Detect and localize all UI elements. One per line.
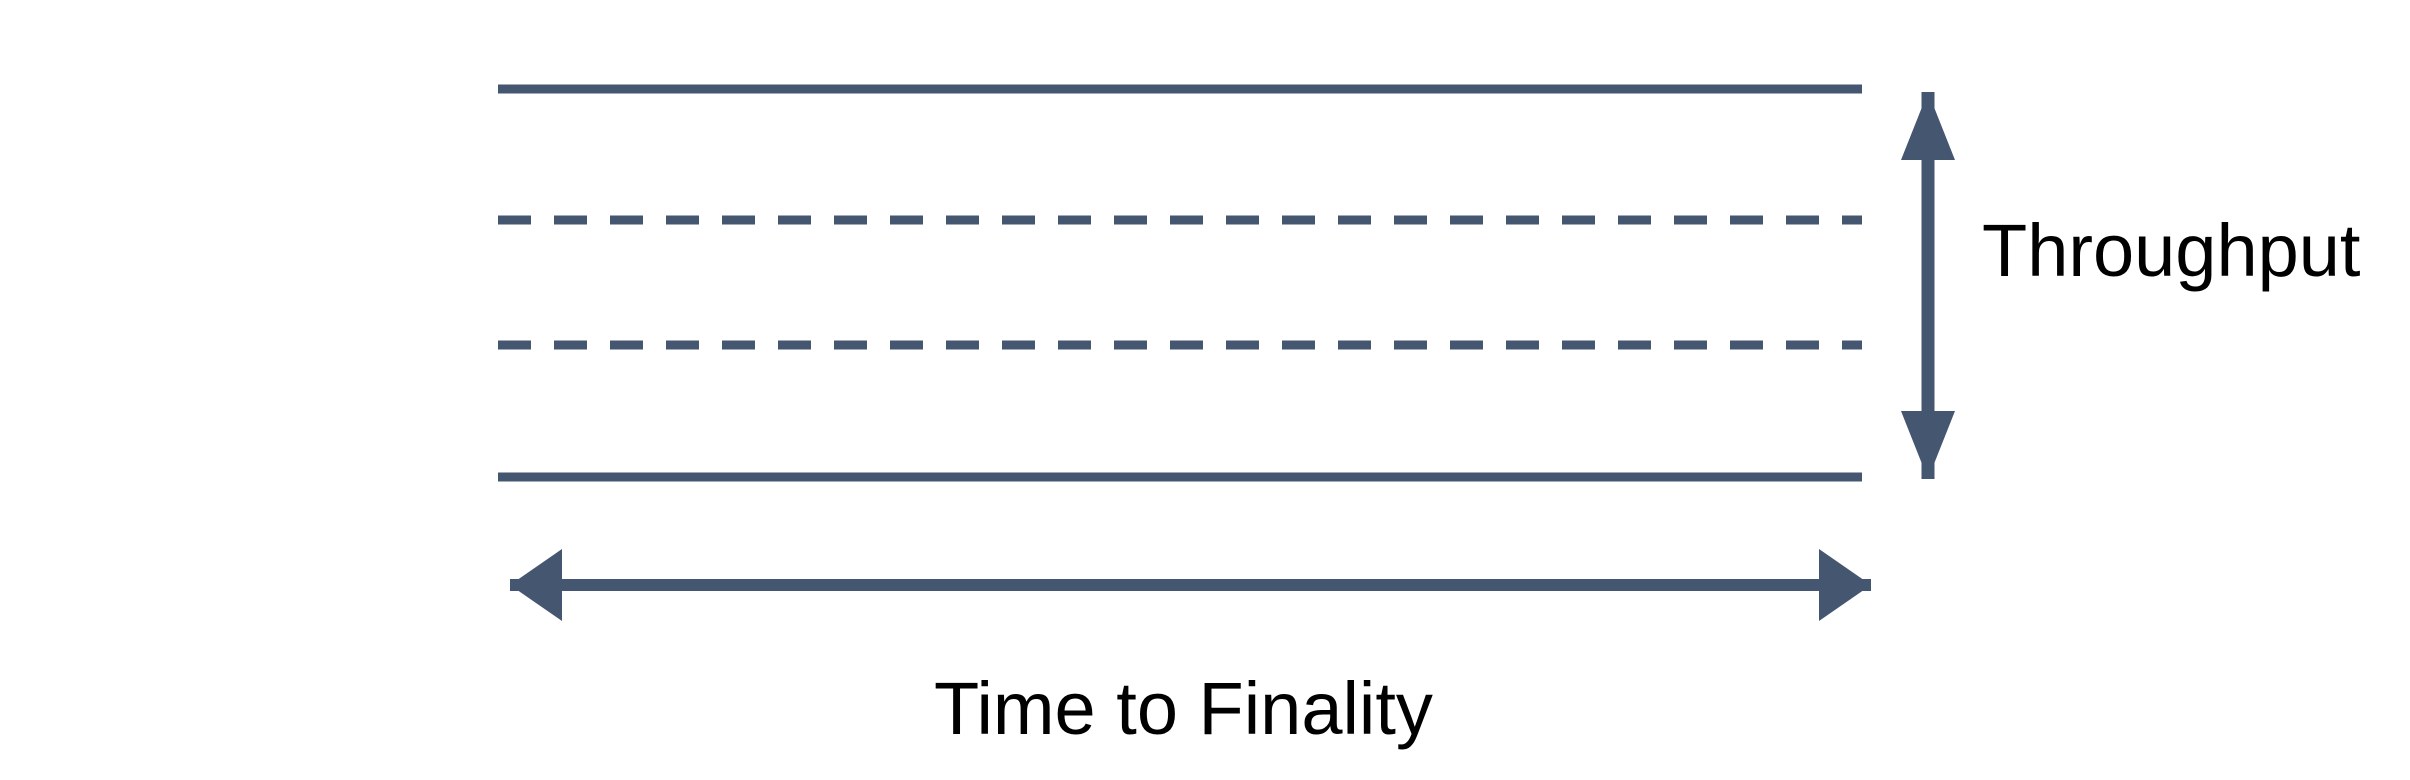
horizontal-arrow-shaft xyxy=(510,579,1871,591)
vertical-arrow-head-up xyxy=(1901,92,1955,160)
throughput-axis-label: Throughput xyxy=(1982,209,2361,292)
horizontal-arrow-head-left xyxy=(510,549,562,621)
horizontal-double-arrow xyxy=(510,549,1871,621)
horizontal-arrow-head-right xyxy=(1819,549,1871,621)
time-to-finality-axis-label: Time to Finality xyxy=(934,667,1433,750)
vertical-arrow-head-down xyxy=(1901,411,1955,479)
vertical-double-arrow xyxy=(1901,92,1955,479)
lane-lines-group xyxy=(498,84,1862,482)
vertical-arrow-shaft xyxy=(1921,92,1935,479)
